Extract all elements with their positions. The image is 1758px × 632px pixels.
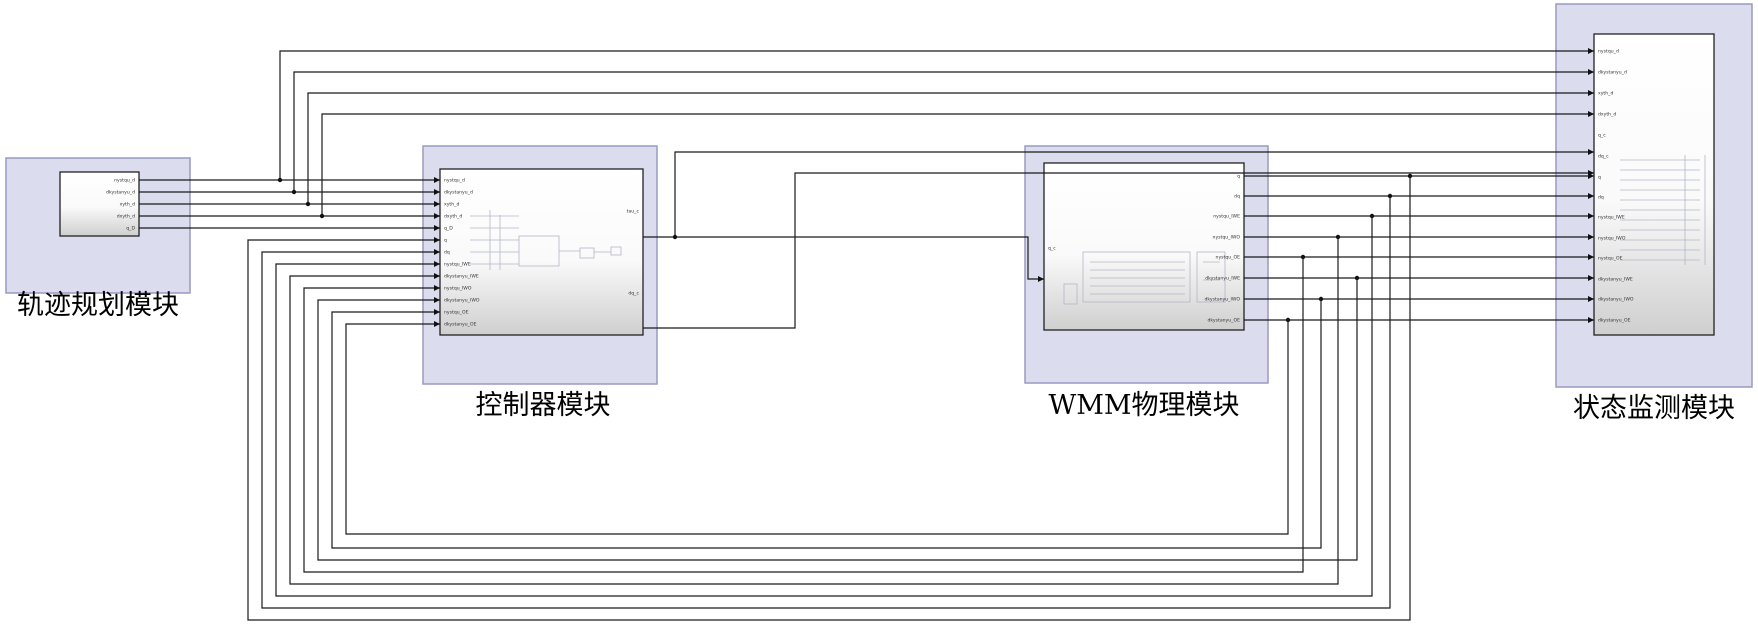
traj-block[interactable] — [59, 171, 140, 237]
port-label: dq_c — [1598, 154, 1609, 160]
port-label: nystqu_IWO — [1598, 236, 1626, 242]
wire-ctrl-to-wmm[interactable] — [643, 236, 1044, 282]
wire-branch-point — [277, 177, 283, 183]
wire-feedback-to-ctrl[interactable] — [345, 320, 1289, 535]
port-label: dkystanyu_IWE — [1598, 277, 1633, 283]
wire-traj-to-monitor[interactable] — [321, 111, 1594, 216]
port-label: q_c — [1048, 247, 1056, 252]
port-label: nystqu_IWO — [1213, 235, 1241, 241]
port-label: dkystanyu_d — [1598, 70, 1627, 76]
wire-feedback-to-ctrl[interactable] — [247, 176, 1411, 621]
port-label: xyth_d — [1598, 91, 1613, 97]
port-label: dkystanyu_IWE — [444, 274, 479, 280]
monitor-block[interactable] — [1593, 33, 1715, 336]
port-label: nystqu_OE — [1216, 255, 1241, 261]
port-label: dq — [1598, 195, 1604, 201]
port-label: nystqu_IWE — [1598, 215, 1625, 221]
port-label: dkystanyu_IWO — [1205, 297, 1241, 303]
port-label: dkystanyu_d — [106, 190, 135, 196]
wire-feedback-to-ctrl[interactable] — [317, 278, 1358, 561]
port-label: dxyth_d — [1598, 112, 1616, 118]
port-label: dq — [1234, 194, 1240, 200]
wire-feedback-to-ctrl[interactable] — [303, 257, 1304, 573]
wire-ctrl-dq-to-monitor[interactable] — [643, 170, 1594, 329]
port-labels: nystqu_ddkystanyu_dxyth_ddxyth_dq_Dnystq… — [106, 49, 1634, 328]
port-label: dxyth_d — [117, 214, 135, 220]
wire-traj-to-monitor[interactable] — [279, 48, 1594, 180]
port-label: nystqu_IWE — [444, 262, 471, 268]
wmm-module-title: WMM物理模块 — [1048, 390, 1239, 421]
port-label: nystqu_d — [1598, 49, 1619, 55]
port-label: q_D — [126, 226, 135, 232]
wire-feedback-to-ctrl[interactable] — [275, 216, 1373, 597]
wire-feedback-to-ctrl[interactable] — [331, 299, 1322, 549]
port-label: dq — [444, 250, 450, 256]
port-label: nystqu_IWO — [444, 286, 472, 292]
port-label: dkystanyu_IWE — [1205, 276, 1240, 282]
port-label: dkystanyu_OE — [444, 322, 477, 328]
traj-module-title: 轨迹规划模块 — [17, 290, 179, 321]
port-label: nystqu_OE — [444, 310, 469, 316]
port-label: dq_c — [628, 291, 639, 297]
wire-traj-to-monitor[interactable] — [293, 69, 1594, 192]
monitor-inner-preview — [1620, 155, 1706, 265]
monitor-module-title: 状态监测模块 — [1573, 393, 1735, 424]
wire-branch-point — [305, 201, 311, 207]
port-label: tau_c — [627, 209, 640, 215]
port-label: q_c — [1598, 134, 1606, 139]
wire-ctrl-branch-monitor[interactable] — [674, 149, 1594, 237]
wmm-block[interactable] — [1043, 162, 1245, 331]
wire-feedback-to-ctrl[interactable] — [289, 237, 1339, 585]
port-label: dxyth_d — [444, 214, 462, 220]
wire-feedback-to-ctrl[interactable] — [261, 196, 1391, 609]
port-label: dkystanyu_OE — [1598, 318, 1631, 324]
port-label: nystqu_d — [114, 178, 135, 184]
port-label: nystqu_d — [444, 178, 465, 184]
port-label: q_D — [444, 226, 453, 232]
port-label: q — [444, 239, 447, 244]
ctrl-module-title: 控制器模块 — [476, 390, 611, 421]
port-label: xyth_d — [444, 202, 459, 208]
port-label: xyth_d — [120, 202, 135, 208]
wire-branch-point — [672, 234, 678, 240]
wire-branch-point — [319, 213, 325, 219]
port-label: dkystanyu_OE — [1208, 318, 1241, 324]
port-label: dkystanyu_IWO — [1598, 297, 1634, 303]
signal-wires — [139, 48, 1594, 621]
port-label: q — [1237, 175, 1240, 180]
wire-branch-point — [291, 189, 297, 195]
wmm-inner-preview — [1063, 251, 1226, 305]
port-label: dkystanyu_d — [444, 190, 473, 196]
port-label: nystqu_OE — [1598, 256, 1623, 262]
port-label: dkystanyu_IWO — [444, 298, 480, 304]
wire-traj-to-monitor[interactable] — [307, 90, 1594, 204]
ctrl-inner-preview — [470, 210, 622, 270]
port-label: q — [1598, 176, 1601, 181]
port-label: nystqu_IWE — [1213, 214, 1240, 220]
